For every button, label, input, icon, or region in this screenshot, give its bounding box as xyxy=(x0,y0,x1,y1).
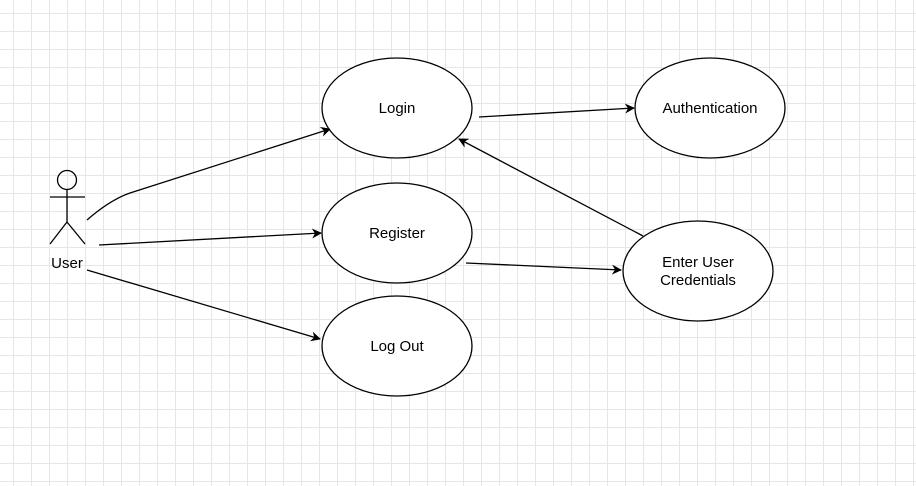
credentials-label-line2: Credentials xyxy=(660,272,736,289)
authentication-label: Authentication xyxy=(662,100,757,117)
register-ellipse xyxy=(321,182,473,284)
register-label: Register xyxy=(369,225,425,242)
use-case-register[interactable]: Register xyxy=(321,182,473,284)
edge-register-credentials[interactable] xyxy=(465,262,622,275)
use-case-login[interactable]: Login xyxy=(321,57,473,159)
edge-login-authentication[interactable] xyxy=(478,103,635,118)
use-case-authentication[interactable]: Authentication xyxy=(634,57,786,159)
actor-head xyxy=(56,169,78,191)
actor-label: User xyxy=(51,255,83,272)
edge-user-logout[interactable] xyxy=(86,269,321,342)
login-label: Login xyxy=(379,100,416,117)
log-out-label: Log Out xyxy=(370,338,424,355)
login-ellipse xyxy=(321,57,473,159)
edge-credentials-login[interactable] xyxy=(458,138,644,237)
credentials-ellipse xyxy=(622,220,774,322)
use-case-enter-user-credentials[interactable]: Enter User Credentials xyxy=(622,220,774,322)
log-out-ellipse xyxy=(321,295,473,397)
edge-user-register[interactable] xyxy=(98,228,322,246)
use-case-log-out[interactable]: Log Out xyxy=(321,295,473,397)
actor-right-leg xyxy=(66,221,86,245)
actor-user[interactable]: User xyxy=(49,169,86,273)
edge-user-login[interactable] xyxy=(86,126,331,221)
credentials-label-line1: Enter User xyxy=(662,254,734,271)
actor-left-leg xyxy=(49,221,68,245)
authentication-ellipse xyxy=(634,57,786,159)
